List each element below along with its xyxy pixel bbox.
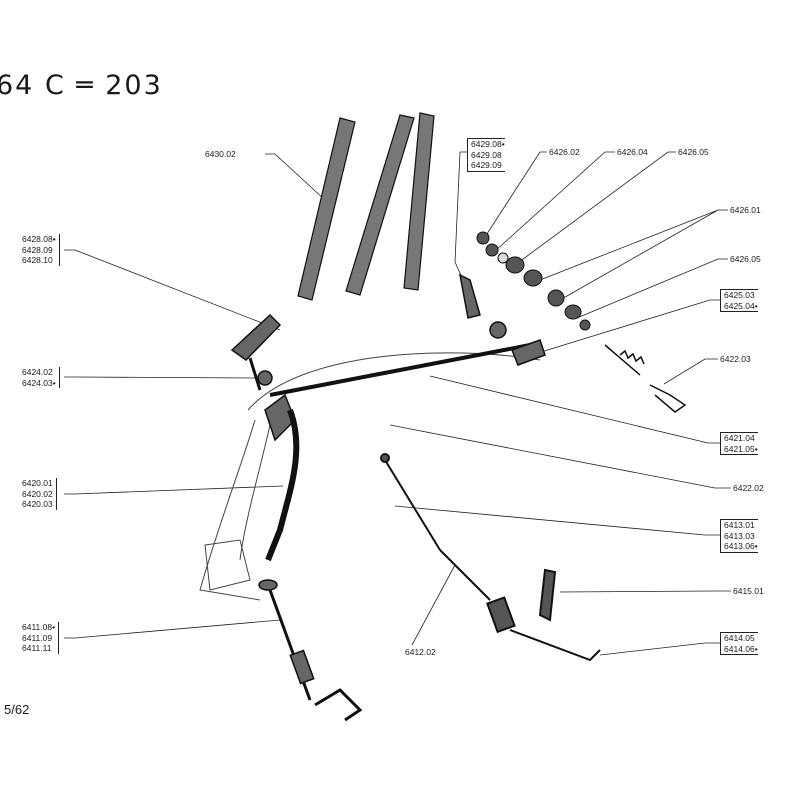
part-number: 6429.08• bbox=[471, 139, 505, 149]
spindle-washers bbox=[476, 231, 591, 331]
callout-6420: 6420.01 6420.02 6420.03 bbox=[22, 478, 57, 510]
part-number: 6414.06• bbox=[724, 643, 758, 654]
linkage bbox=[230, 273, 546, 722]
part-number: 6424.03• bbox=[22, 377, 56, 388]
part-number: 6424.02 bbox=[22, 367, 53, 377]
part-number: 6428.08• bbox=[22, 234, 56, 244]
part-number: 6421.04 bbox=[724, 433, 755, 443]
part-number: 6411.09 bbox=[22, 632, 53, 643]
connecting-rod bbox=[380, 453, 601, 662]
part-number: 6413.03 bbox=[724, 530, 755, 541]
part-number: 6414.05 bbox=[724, 633, 755, 643]
part-number: 6429.09 bbox=[471, 160, 502, 170]
part-number: 6413.06• bbox=[724, 541, 758, 551]
callout-6426-01: 6426.01 bbox=[730, 205, 761, 215]
callout-6428: 6428.08• 6428.09 6428.10 bbox=[22, 234, 60, 266]
part-number: 6420.02 bbox=[22, 488, 53, 499]
part-number: 6425.04• bbox=[724, 300, 758, 311]
callout-6426-05: 6426.05 bbox=[678, 147, 709, 157]
callout-6426-04: 6426.04 bbox=[617, 147, 648, 157]
callout-6414: 6414.05 6414.06• bbox=[720, 632, 758, 655]
callout-6430-02: 6430.02 bbox=[205, 149, 236, 159]
callout-6422-02: 6422.02 bbox=[733, 483, 764, 493]
part-number: 6411.11 bbox=[22, 643, 52, 653]
part-number: 6420.03 bbox=[22, 499, 53, 509]
callout-6426-05-b: 6426.05 bbox=[730, 254, 761, 264]
windscreen-frame bbox=[199, 352, 541, 601]
callout-6413: 6413.01 6413.03 6413.06• bbox=[720, 519, 758, 553]
callout-6415-01: 6415.01 bbox=[733, 586, 764, 596]
part-number: 6420.01 bbox=[22, 478, 53, 488]
part-number: 6413.01 bbox=[724, 520, 755, 530]
part-number: 6429.08 bbox=[471, 149, 502, 160]
part-number: 6411.08• bbox=[22, 622, 56, 632]
leader-lines bbox=[64, 151, 731, 656]
callout-6421: 6421.04 6421.05• bbox=[720, 432, 758, 455]
page-number: 5/62 bbox=[4, 702, 30, 717]
callout-6411: 6411.08• 6411.09 6411.11 bbox=[22, 622, 60, 654]
part-number: 6428.10 bbox=[22, 255, 53, 265]
page-title: 64 C ═ 203 bbox=[0, 70, 163, 101]
part-number: 6428.09 bbox=[22, 244, 53, 255]
callout-6429: 6429.08• 6429.08 6429.09 bbox=[467, 138, 505, 172]
wiper-blades bbox=[297, 112, 435, 301]
part-number: 6421.05• bbox=[724, 443, 758, 454]
part-number: 6425.03 bbox=[724, 290, 755, 300]
callout-6424: 6424.02 6424.03• bbox=[22, 367, 60, 388]
spring-link bbox=[604, 344, 687, 413]
callout-6412-02: 6412.02 bbox=[405, 647, 436, 657]
callout-6425: 6425.03 6425.04• bbox=[720, 289, 758, 312]
callout-6426-02: 6426.02 bbox=[549, 147, 580, 157]
callout-6422-03: 6422.03 bbox=[720, 354, 751, 364]
